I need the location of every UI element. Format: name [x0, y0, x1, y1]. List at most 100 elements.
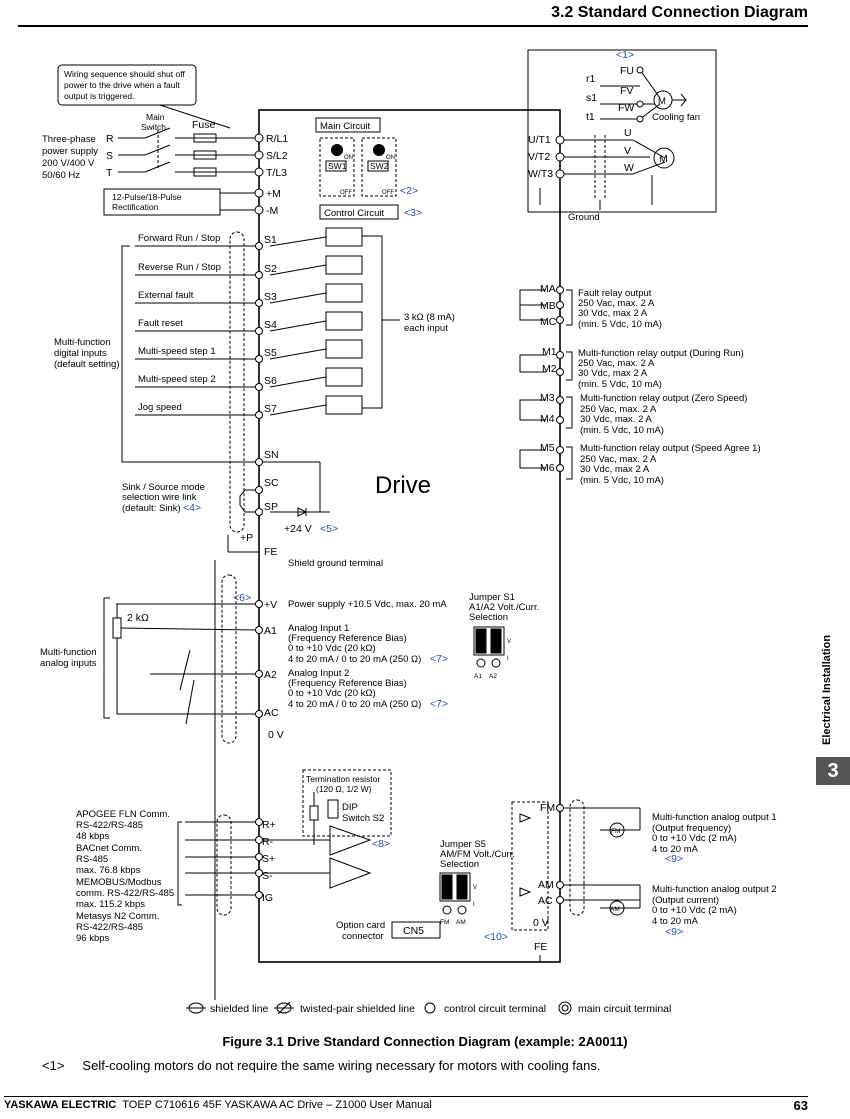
terminal-s7: S7 — [264, 403, 277, 415]
relay0-desc4: (min. 5 Vdc, 10 mA) — [578, 319, 662, 330]
analog-out1-line1: Multi-function analog output 1 — [652, 812, 777, 823]
input-impedance-line2: each input — [404, 323, 448, 334]
input-s1-label: Forward Run / Stop — [138, 233, 220, 244]
a1-desc-line4: 4 to 20 mA / 0 to 20 mA (250 Ω) — [288, 654, 421, 665]
page-header-title: 3.2 Standard Connection Diagram — [551, 4, 808, 21]
analog-group-line1: Multi-function — [40, 647, 97, 658]
main-circuit-label: Main Circuit — [320, 121, 371, 132]
digital-group-line1: Multi-function — [54, 337, 111, 348]
power-supply-line4: 50/60 Hz — [42, 170, 80, 181]
note-5-tag: <5> — [320, 523, 338, 535]
main-switch-line2: Switch — [141, 122, 166, 132]
relay0-desc1: Fault relay output — [578, 288, 652, 299]
analog-out2-line1: Multi-function analog output 2 — [652, 884, 777, 895]
a2-desc-line2: (Frequency Reference Bias) — [288, 678, 407, 689]
terminal-s-minus: S- — [262, 870, 273, 882]
terminal-ac2: AC — [538, 895, 553, 907]
jumper-s1-line2: A1/A2 Volt./Curr. — [469, 602, 539, 613]
meter-fm-label: FM — [611, 828, 620, 835]
footnote-text: Self-cooling motors do not require the s… — [82, 1058, 601, 1073]
terminal-fe: FE — [264, 546, 277, 558]
analog-out1-line4: 4 to 20 mA — [652, 844, 699, 855]
terminal-plus-p: +P — [240, 532, 253, 544]
relay0-desc3: 30 Vdc, max 2 A — [578, 308, 648, 319]
power-supply-line2: power supply — [42, 146, 98, 157]
note-9-tag-1: <9> — [665, 853, 683, 865]
cn5-box — [391, 921, 441, 939]
connection-diagram: Wiring sequence should shut off power to… — [40, 49, 777, 1015]
note-4-tag: <4> — [183, 502, 201, 514]
sw2-on: ON — [386, 155, 395, 161]
relay0-desc2: 250 Vac, max. 2 A — [578, 298, 655, 309]
analog-out2-line2: (Output current) — [652, 895, 719, 906]
comm-desc-7: MEMOBUS/Modbus — [76, 877, 162, 888]
rectification-line1: 12-Pulse/18-Pulse — [112, 192, 182, 202]
jumper-s5-line2: AM/FM Volt./Curr. — [440, 849, 515, 860]
terminal-plus-m: +M — [266, 188, 281, 200]
terminal-sp: SP — [264, 501, 278, 513]
control-circuit-label: Control Circuit — [324, 208, 385, 219]
fan-terminal-s1: s1 — [586, 92, 597, 104]
termination-line2: (120 Ω, 1/2 W) — [316, 784, 372, 794]
option-card-line2: connector — [342, 931, 384, 942]
footnote-tag: <1> — [42, 1058, 65, 1073]
drive-label: Drive — [375, 472, 431, 499]
footnote: <1> Self-cooling motors do not require th… — [42, 1058, 601, 1073]
terminal-plus-v: +V — [264, 599, 277, 611]
input-s2-label: Reverse Run / Stop — [138, 262, 221, 273]
relay2-desc1: Multi-function relay output (Zero Speed) — [580, 393, 747, 404]
terminal-u-t1: U/T1 — [528, 134, 551, 146]
input-s3-label: External fault — [138, 290, 194, 301]
terminal-s3: S3 — [264, 291, 277, 303]
relay2-desc2: 250 Vac, max. 2 A — [580, 404, 657, 415]
jumper-s5-v: V — [473, 885, 477, 891]
note-7-tag-a1: <7> — [430, 653, 448, 665]
fan-terminal-fu: FU — [620, 65, 634, 77]
terminal-sc: SC — [264, 477, 279, 489]
terminal-m1: M1 — [542, 346, 557, 358]
terminal-s-l2: S/L2 — [266, 150, 288, 162]
relay2-desc3: 30 Vdc, max. 2 A — [580, 414, 652, 425]
header-rule — [18, 25, 808, 27]
power-supply-v-label: Power supply +10.5 Vdc, max. 20 mA — [288, 599, 447, 610]
digital-group-line2: digital inputs — [54, 348, 107, 359]
option-card-line1: Option card — [336, 920, 385, 931]
jumper-s1-pin-a2: A2 — [489, 673, 497, 680]
comm-desc-9: max. 115.2 kbps — [76, 899, 145, 910]
terminal-minus-m: -M — [266, 205, 278, 217]
relay2-desc4: (min. 5 Vdc, 10 mA) — [580, 425, 664, 436]
relay3-desc4: (min. 5 Vdc, 10 mA) — [580, 475, 664, 486]
terminal-fe2: FE — [534, 941, 547, 953]
chapter-tab[interactable]: 3 — [816, 757, 850, 785]
analog-out2-line4: 4 to 20 mA — [652, 916, 699, 927]
digital-group-line3: (default setting) — [54, 359, 119, 370]
fan-terminal-t1: t1 — [586, 111, 595, 123]
terminal-s2: S2 — [264, 263, 277, 275]
note-10-tag: <10> — [484, 931, 508, 943]
terminal-m2: M2 — [542, 363, 557, 375]
side-tab-label: Electrical Installation — [816, 634, 833, 746]
a1-desc-line2: (Frequency Reference Bias) — [288, 633, 407, 644]
dip-line2: Switch S2 — [342, 813, 384, 824]
analog-out1-line2: (Output frequency) — [652, 823, 731, 834]
power-supply-line1: Three-phase — [42, 134, 96, 145]
terminal-ig: IG — [262, 892, 273, 904]
jumper-s1-line3: Selection — [469, 612, 508, 623]
terminal-m4: M4 — [540, 413, 555, 425]
comm-desc-8: comm. RS-422/RS-485 — [76, 888, 174, 899]
input-s5-label: Multi-speed step 1 — [138, 346, 216, 357]
motor-m: M — [659, 153, 668, 165]
dip-line1: DIP — [342, 802, 358, 813]
sink-source-line2: selection wire link — [122, 492, 197, 503]
meter-am-label: AM — [610, 906, 620, 913]
relay1-desc2: 250 Vac, max. 2 A — [578, 358, 655, 369]
side-tab-text: Electrical Installation — [821, 634, 833, 745]
a1-desc-line3: 0 to +10 Vdc (20 kΩ) — [288, 643, 376, 654]
comm-desc-5: RS-485 — [76, 854, 108, 865]
comm-desc-2: RS-422/RS-485 — [76, 820, 143, 831]
sw2-label: SW2 — [370, 161, 389, 171]
terminal-a1: A1 — [264, 625, 277, 637]
terminal-m3: M3 — [540, 392, 555, 404]
terminal-s1: S1 — [264, 234, 277, 246]
wiring-note-line1: Wiring sequence should shut off — [64, 69, 185, 79]
